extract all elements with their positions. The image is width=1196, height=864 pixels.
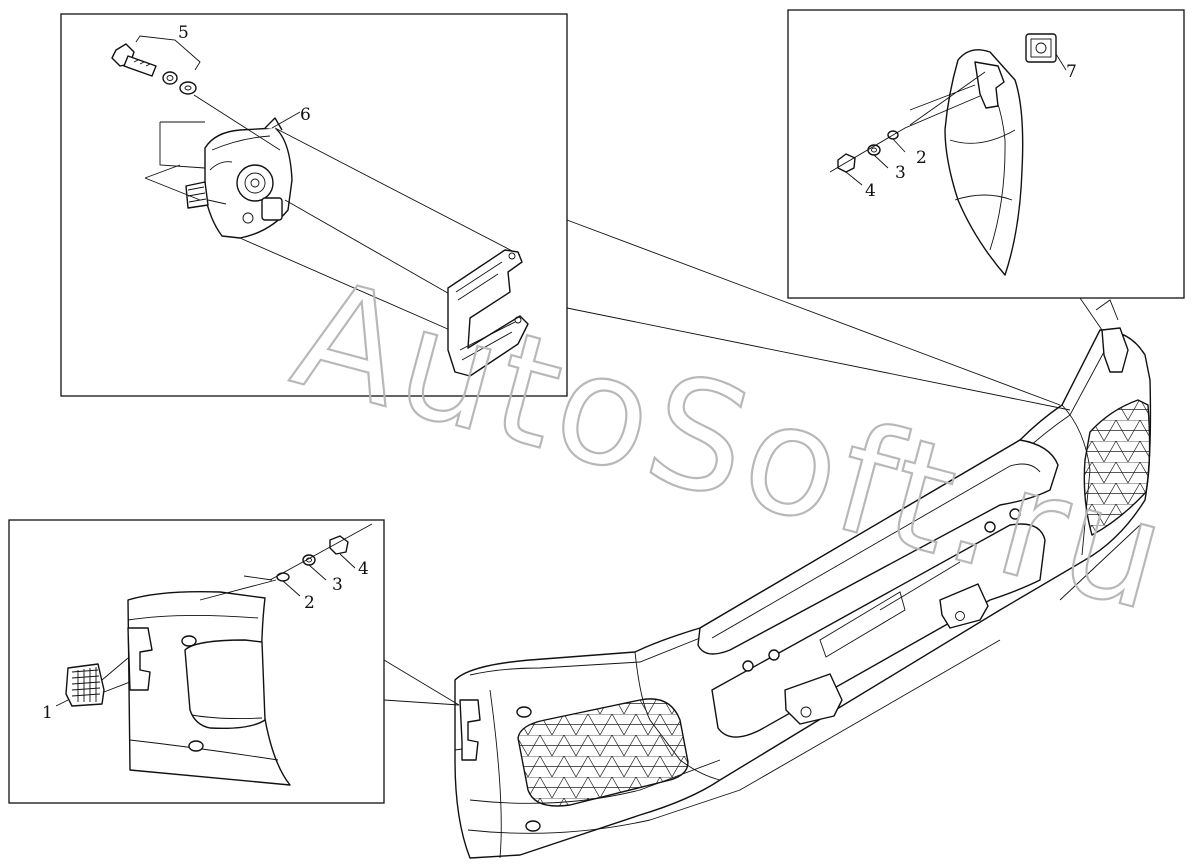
mounting-bracket [447,249,529,377]
bolt-icon [111,43,157,77]
callout-4-bottom: 4 [358,559,369,579]
callout-3-top: 3 [895,163,906,183]
watermark: AutoSoft.ru [278,247,1185,646]
callout-2-bottom: 2 [304,593,315,613]
callout-3-bottom: 3 [332,575,343,595]
side-lamp-icon [1025,33,1057,63]
callout-5: 5 [178,23,189,43]
detail-side-lamp-right [787,9,1185,299]
headlamp-unit [185,117,293,239]
front-bumper [454,299,1152,859]
callout-4-top: 4 [865,181,876,201]
marker-lamp-icon [65,663,105,707]
callout-2-top: 2 [916,148,927,168]
callout-7: 7 [1066,62,1077,82]
detail-leaders [383,219,1103,706]
callout-6: 6 [300,105,311,125]
detail-headlamp [60,13,568,397]
detail-side-lamp-left [8,519,385,804]
callout-1: 1 [42,703,53,723]
